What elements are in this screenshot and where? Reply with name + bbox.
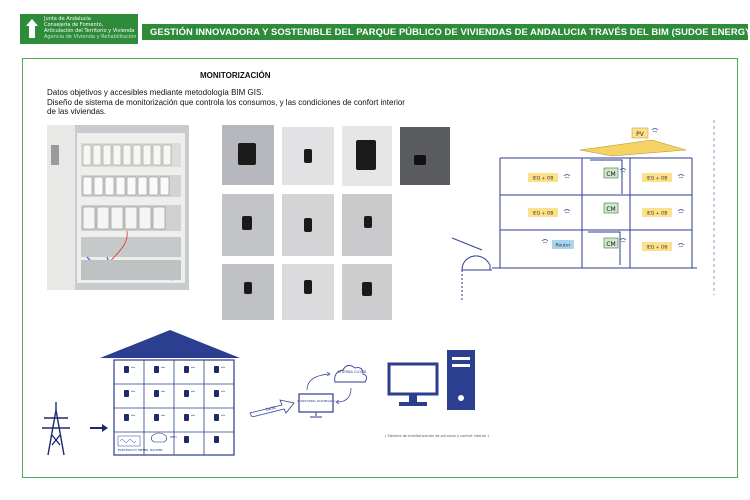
ieq-label: IEQ + OB bbox=[647, 211, 668, 217]
logo-text: Junta de Andalucía Consejería de Fomento… bbox=[44, 16, 171, 40]
sensor-photo bbox=[282, 194, 334, 256]
junta-emblem-icon bbox=[26, 19, 38, 38]
sensor-photo bbox=[342, 264, 392, 320]
electricity-meter-icon bbox=[117, 435, 141, 447]
sensor-photo bbox=[282, 264, 334, 320]
cm-label: CM bbox=[606, 206, 615, 213]
ieq-label: IEQ + OB bbox=[647, 245, 668, 251]
router-label: Router bbox=[556, 243, 571, 249]
router-text: ROUTER bbox=[150, 448, 162, 452]
power-pylon-icon bbox=[42, 402, 70, 456]
wifi-icon bbox=[541, 128, 685, 248]
sensor-photo bbox=[342, 126, 392, 186]
pv-label: PV bbox=[636, 131, 645, 138]
desktop-computer-icon bbox=[387, 350, 475, 410]
data-label: DATA bbox=[265, 405, 276, 412]
sensor-photo bbox=[400, 127, 450, 185]
data-arrow-icon: DATA bbox=[249, 399, 295, 417]
cloud-label: CITERNA CLOUD bbox=[338, 370, 367, 374]
monitor-label: MONITORING DASHBOARD bbox=[297, 399, 334, 403]
sensor-photo bbox=[222, 264, 274, 320]
section-title: MONITORIZACIÓN bbox=[200, 71, 271, 80]
building-section-diagram: PV CM CM CM IEQ + OB IEQ + OB IEQ + OB I… bbox=[452, 120, 715, 300]
diagram-caption: ( Sistema de monitorización de principio… bbox=[385, 434, 489, 438]
title-bar: GESTIÓN INNOVADORA Y SOSTENIBLE DEL PARQ… bbox=[142, 24, 750, 40]
cm-label: CM bbox=[606, 171, 615, 178]
section-description: Datos objetivos y accesibles mediante me… bbox=[47, 88, 405, 116]
sensor-photo bbox=[222, 125, 274, 185]
monitor-icon bbox=[298, 393, 334, 413]
cloud-icon bbox=[334, 365, 368, 383]
cm-label: CM bbox=[606, 241, 615, 248]
wifi-label: WIFI bbox=[170, 435, 177, 439]
house-monitoring-diagram: ELECTRICITY METER WIFI ROUTER bbox=[42, 330, 240, 456]
meter-label: ELECTRICITY METER bbox=[118, 448, 148, 452]
ieq-label: IEQ + OB bbox=[533, 211, 554, 217]
sensor-photo bbox=[222, 194, 274, 256]
content-frame bbox=[22, 58, 738, 478]
sensor-photo bbox=[342, 194, 392, 256]
page-title: GESTIÓN INNOVADORA Y SOSTENIBLE DEL PARQ… bbox=[150, 26, 750, 37]
ieq-label: IEQ + OB bbox=[647, 176, 668, 182]
cloud-upload-icon bbox=[151, 432, 167, 443]
sensor-photo bbox=[282, 127, 334, 185]
page-header: Junta de Andalucía Consejería de Fomento… bbox=[0, 0, 750, 48]
sensor-icon bbox=[124, 366, 219, 443]
electrical-cabinet-photo bbox=[47, 125, 189, 290]
cloud-dashboard-diagram: CITERNA CLOUD MONITORING DASHBOARD bbox=[297, 365, 368, 418]
ieq-label: IEQ + OB bbox=[533, 176, 554, 182]
junta-logo: Junta de Andalucía Consejería de Fomento… bbox=[20, 14, 170, 44]
